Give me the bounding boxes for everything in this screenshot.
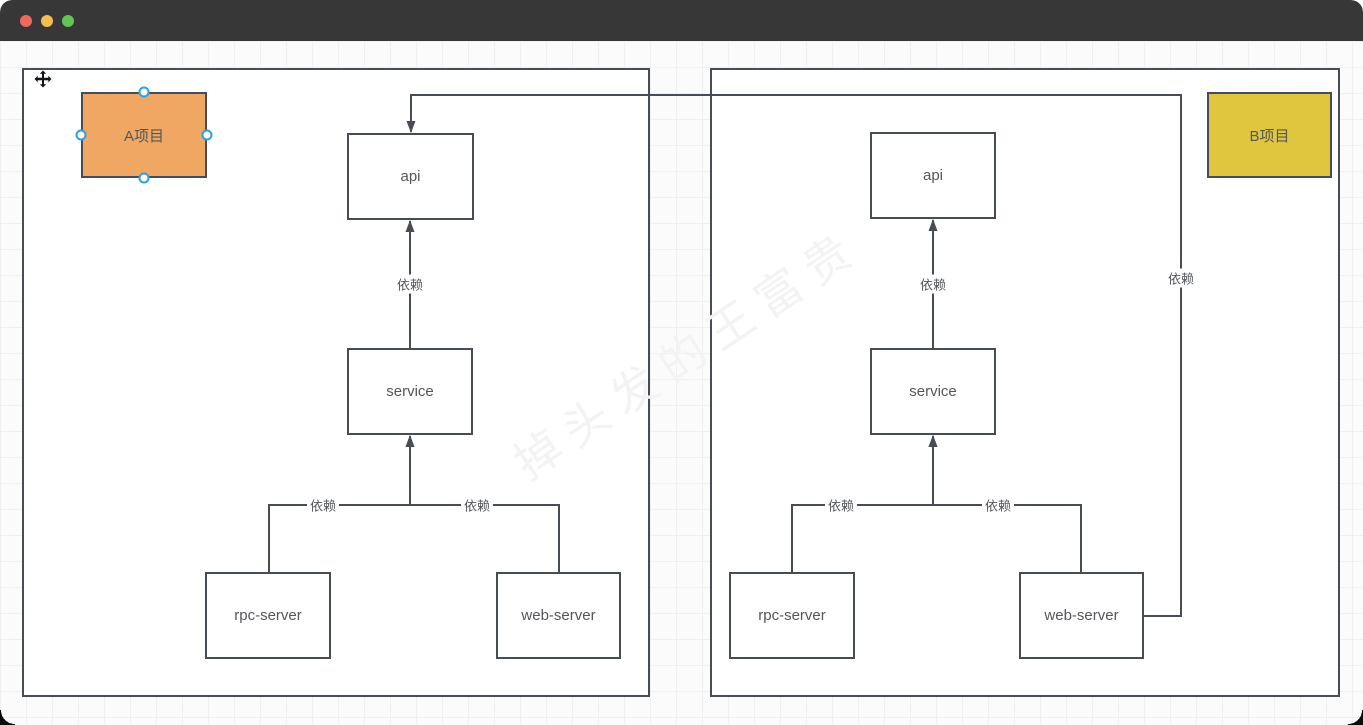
node-a-rpc-server[interactable]: rpc-server — [205, 572, 331, 659]
node-a-web-server[interactable]: web-server — [496, 572, 621, 659]
edge-label-a-rpc-to-service: 依赖 — [306, 495, 340, 515]
node-b-service[interactable]: service — [870, 348, 996, 435]
edge-a-rpc-to-service[interactable] — [268, 435, 415, 572]
zoom-button[interactable] — [62, 14, 74, 27]
node-b-rpc-server[interactable]: rpc-server — [729, 572, 855, 659]
node-a-service[interactable]: service — [347, 348, 473, 435]
selection-handle[interactable] — [138, 172, 150, 184]
move-cursor-icon — [34, 70, 52, 88]
minimize-button[interactable] — [41, 14, 53, 27]
window-titlebar — [0, 0, 1363, 41]
edge-label-b-web-to-a-api: 依赖 — [1164, 268, 1198, 288]
node-project-a-title[interactable]: A项目 — [81, 92, 207, 178]
selection-handle[interactable] — [138, 86, 150, 98]
edge-label-b-service-to-api: 依赖 — [916, 274, 950, 294]
node-project-b-title[interactable]: B项目 — [1207, 92, 1332, 178]
edge-b-rpc-to-service[interactable] — [791, 435, 938, 572]
node-a-api[interactable]: api — [347, 133, 474, 220]
close-button[interactable] — [20, 14, 32, 27]
selection-handle[interactable] — [201, 129, 213, 141]
edge-label-b-rpc-to-service: 依赖 — [824, 495, 858, 515]
node-b-web-server[interactable]: web-server — [1019, 572, 1144, 659]
edge-label-a-web-to-service: 依赖 — [460, 495, 494, 515]
node-b-api[interactable]: api — [870, 132, 996, 219]
edge-label-a-service-to-api: 依赖 — [393, 274, 427, 294]
selection-handle[interactable] — [75, 129, 87, 141]
edge-b-web-to-a-api[interactable] — [406, 94, 1182, 617]
edge-label-b-web-to-service: 依赖 — [981, 495, 1015, 515]
